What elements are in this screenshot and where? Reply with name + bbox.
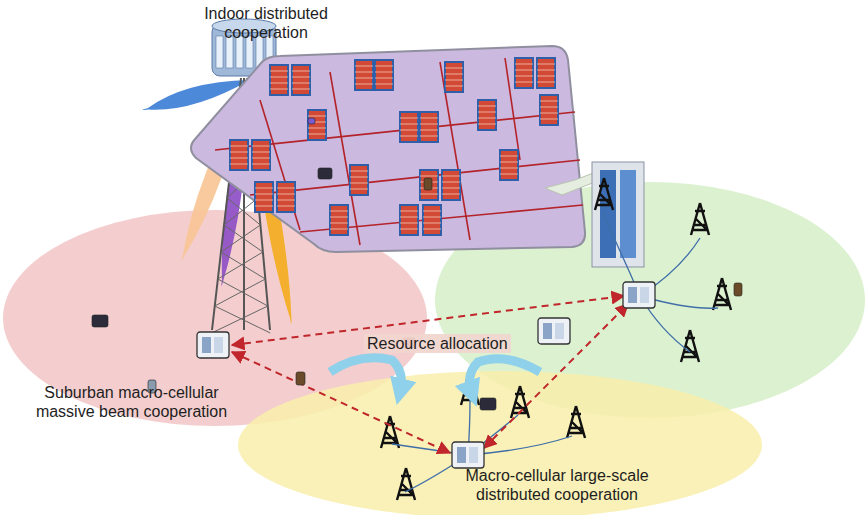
- server-rack: [545, 162, 644, 267]
- indoor-building: [191, 46, 585, 252]
- region-label: Macro-cellular large-scale distributed c…: [442, 466, 672, 504]
- cooperation-arrows: [330, 358, 540, 394]
- user-devices: [92, 118, 742, 410]
- region-label: Resource allocation: [364, 334, 511, 353]
- yellow-region: [238, 371, 762, 515]
- baseband-units: [197, 282, 655, 468]
- region-label: Suburban macro-cellular massive beam coo…: [24, 383, 239, 421]
- region-label: Indoor distributed cooperation: [186, 4, 346, 42]
- resource-arrows: [232, 296, 628, 453]
